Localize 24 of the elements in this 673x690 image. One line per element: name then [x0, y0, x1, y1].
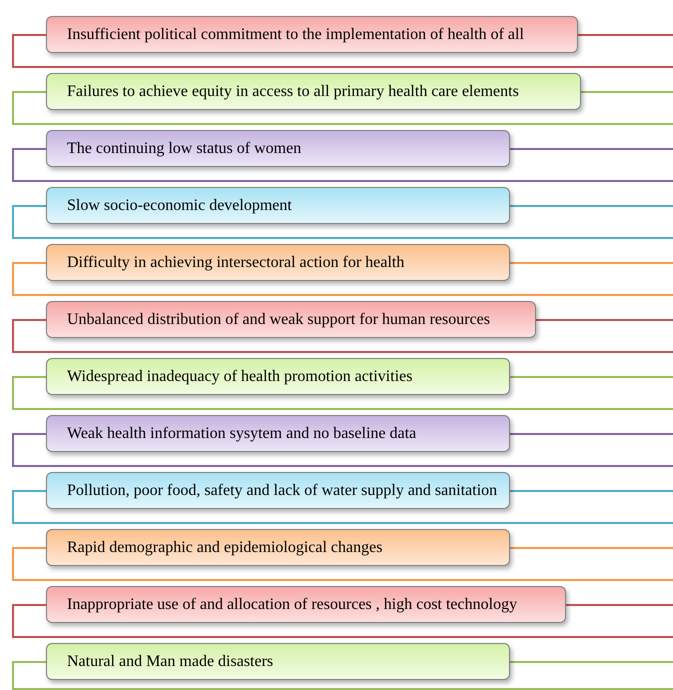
item-text: Weak health information sysytem and no baseline data	[67, 425, 416, 442]
item-box	[46, 529, 510, 566]
item-box	[46, 472, 510, 509]
item-text: Pollution, poor food, safety and lack of water supply and sanitation	[67, 482, 498, 499]
item-box	[46, 415, 510, 452]
item-text: Slow socio-economic development	[67, 197, 292, 214]
item-text: Failures to achieve equity in access to all primary health care elements	[67, 83, 519, 100]
item-box	[46, 301, 536, 338]
item-text: Insufficient political commitment to the implementation of health of all	[67, 26, 524, 43]
item-box	[46, 244, 510, 281]
item-text: Difficulty in achieving intersectoral action for health	[67, 254, 404, 271]
item-box	[46, 586, 566, 623]
item-text: Unbalanced distribution of and weak support for human resources	[67, 311, 490, 328]
item-box	[46, 16, 578, 53]
item-box	[46, 358, 510, 395]
item-box	[46, 187, 510, 224]
item-box	[46, 130, 510, 167]
item-text: Inappropriate use of and allocation of resources , high cost technology	[67, 596, 518, 613]
item-text: Rapid demographic and epidemiological changes	[67, 539, 382, 556]
item-text: The continuing low status of women	[67, 140, 302, 157]
item-box	[46, 73, 581, 110]
item-text: Widespread inadequacy of health promotion activities	[67, 368, 412, 385]
item-box	[46, 643, 510, 680]
item-text: Natural and Man made disasters	[67, 653, 274, 670]
